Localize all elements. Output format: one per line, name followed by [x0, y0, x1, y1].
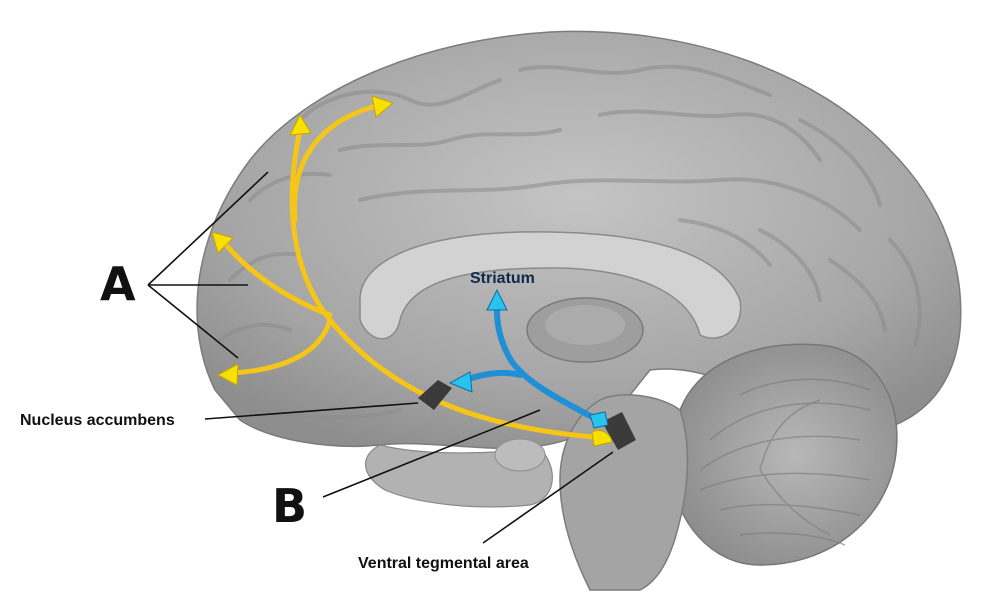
leader-lines: [147, 171, 614, 544]
yellow-low-branch: [229, 317, 333, 376]
label-ventral-tegmental-area: Ventral tegmental area: [358, 555, 529, 572]
cortical-folds: [218, 64, 922, 420]
arrow-left-icon: [448, 371, 473, 393]
cerebellum-folia: [699, 378, 871, 546]
yellow-pathway: [219, 102, 608, 441]
arrow-up-icon: [289, 113, 312, 136]
blue-arrowheads: [448, 288, 508, 393]
hypothalamus: [494, 438, 546, 472]
thalamus-highlight: [545, 305, 625, 345]
label-nucleus-accumbens: Nucleus accumbens: [20, 412, 175, 429]
corpus-callosum: [359, 231, 742, 340]
yellow-arrowheads: [211, 95, 395, 386]
brainstem: [559, 394, 689, 591]
arrow-up-icon: [486, 288, 508, 311]
vta-marker: [589, 411, 636, 450]
blue-to-striatum: [493, 297, 601, 423]
yellow-mid-branch: [219, 237, 333, 318]
arrow-left-icon: [216, 363, 239, 386]
label-b: B: [272, 479, 307, 533]
label-striatum: Striatum: [470, 270, 535, 287]
label-a: A: [100, 257, 136, 311]
nucleus-accumbens-marker: [418, 380, 452, 410]
arrow-up-left-icon: [211, 231, 234, 254]
arrow-up-right-icon: [371, 95, 395, 118]
yellow-upper-branch: [291, 102, 383, 223]
cerebellum: [669, 343, 898, 566]
